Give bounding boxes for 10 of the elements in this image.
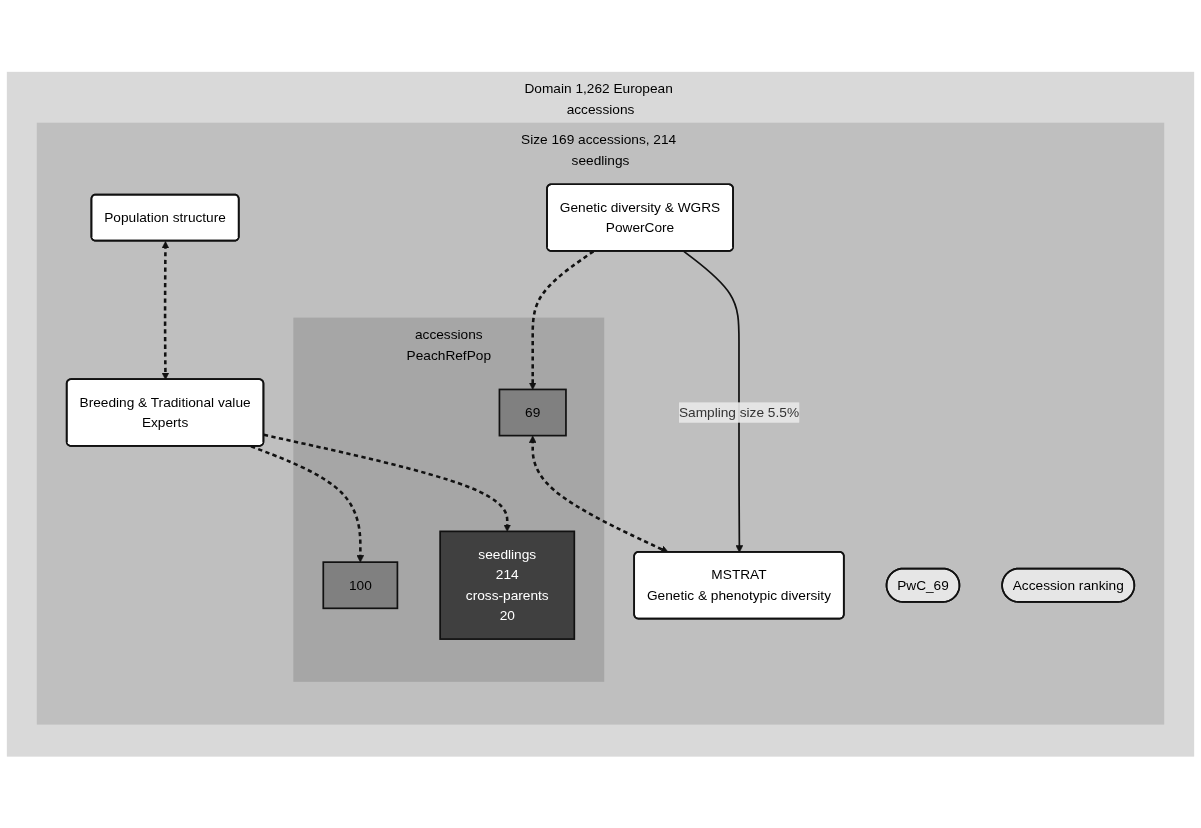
arrow	[161, 240, 170, 380]
arrow	[682, 250, 744, 553]
arrow	[528, 435, 669, 553]
node-box: 69	[498, 388, 567, 437]
arrow	[528, 250, 595, 390]
edge-label: Sampling size 5.5%	[678, 404, 800, 420]
arrow	[263, 433, 511, 532]
node-box: 100	[322, 561, 399, 609]
arrow	[250, 444, 365, 563]
node-box: seedlings 214 cross-parents 20	[439, 530, 576, 640]
